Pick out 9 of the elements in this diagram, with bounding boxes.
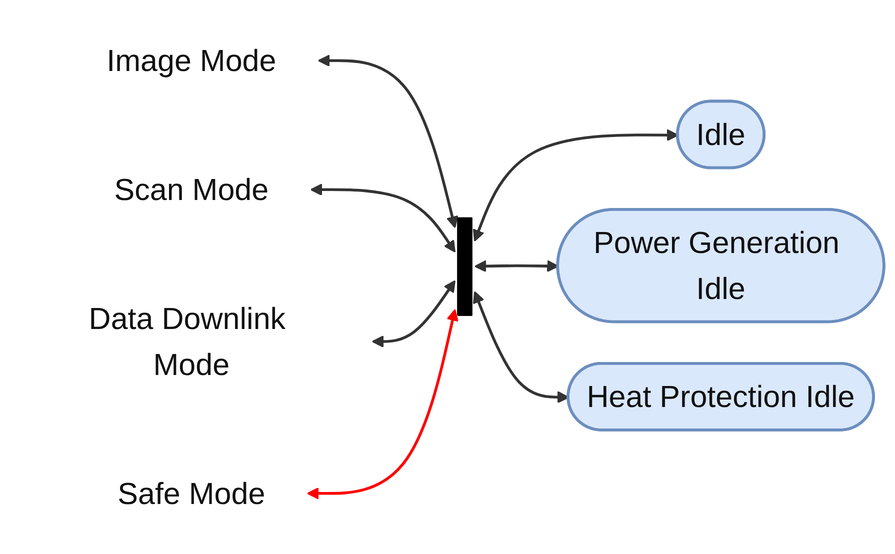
node-text: Image Mode (106, 43, 276, 78)
arrow (310, 184, 456, 253)
arrow (318, 54, 458, 228)
node-text: Data Downlink Mode (88, 301, 286, 382)
arrow (306, 308, 458, 500)
node-text: Scan Mode (114, 172, 269, 207)
arrow (372, 280, 456, 348)
arrow (472, 129, 679, 242)
node-text: Safe Mode (118, 476, 266, 511)
